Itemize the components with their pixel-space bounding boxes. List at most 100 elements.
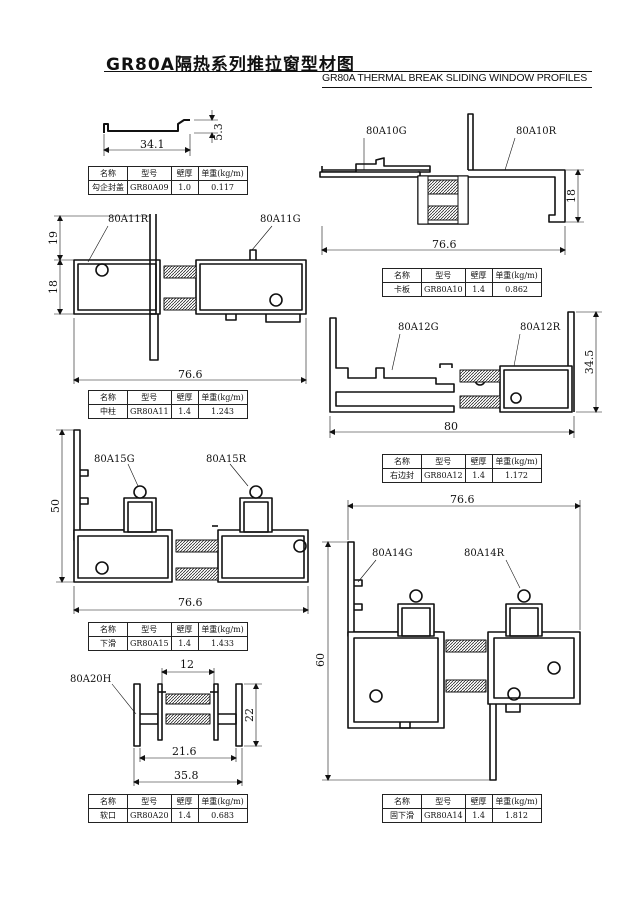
cell-model: GR80A14: [421, 808, 466, 823]
dims-gr80a11: [54, 215, 307, 384]
col-model-header: 型号: [421, 268, 466, 283]
subtitle-rule: [322, 87, 592, 88]
cell-name: 软口: [88, 808, 128, 823]
col-weight-header: 单重(kg/m): [491, 454, 542, 469]
cell-name: 固下滑: [382, 808, 422, 823]
cell-wall: 1.0: [170, 180, 199, 195]
col-name-header: 名称: [88, 794, 128, 809]
dims-gr80a12: [329, 311, 602, 438]
col-weight-header: 单重(kg/m): [197, 794, 248, 809]
thermal-strips-gr80a11: [163, 265, 197, 311]
label-gr80a11r: 80A11R: [108, 214, 149, 225]
dim-height-gr80a14: 60: [314, 653, 327, 667]
dim-mid-gr80a20: 21.6: [172, 745, 197, 758]
cell-name: 右边封: [382, 468, 422, 483]
spec-table-gr80a20: 名称 型号 壁厚 单重(kg/m) 软口 GR80A20 1.4 0.683: [88, 794, 248, 823]
cell-weight: 1.172: [491, 468, 542, 483]
table-row: 名称 型号 壁厚 单重(kg/m): [382, 268, 542, 283]
cell-weight: 0.117: [197, 180, 248, 195]
col-name-header: 名称: [88, 390, 128, 405]
dim-top-gr80a20: 12: [180, 658, 194, 671]
spec-table-gr80a15: 名称 型号 壁厚 单重(kg/m) 下滑 GR80A15 1.4 1.433: [88, 622, 248, 651]
cell-wall: 1.4: [170, 404, 199, 419]
label-gr80a14r: 80A14R: [464, 548, 505, 559]
page-subtitle: GR80A THERMAL BREAK SLIDING WINDOW PROFI…: [322, 72, 588, 84]
col-model-header: 型号: [421, 794, 466, 809]
cell-model: GR80A15: [127, 636, 172, 651]
cell-weight: 0.862: [491, 282, 542, 297]
col-wall-header: 壁厚: [170, 622, 199, 637]
cell-wall: 1.4: [464, 282, 493, 297]
dim-width-gr80a09: 34.1: [140, 138, 165, 151]
label-gr80a15g: 80A15G: [94, 454, 135, 465]
cell-weight: 1.433: [197, 636, 248, 651]
dim-height-gr80a09: 5.3: [212, 123, 225, 141]
table-row: 名称 型号 壁厚 单重(kg/m): [88, 390, 248, 405]
dim-width-gr80a11: 76.6: [178, 368, 203, 381]
col-model-header: 型号: [127, 166, 172, 181]
dim-width-gr80a14: 76.6: [450, 493, 475, 506]
table-row: 名称 型号 壁厚 单重(kg/m): [88, 794, 248, 809]
table-row: 名称 型号 壁厚 单重(kg/m): [382, 794, 542, 809]
label-gr80a15r: 80A15R: [206, 454, 247, 465]
col-wall-header: 壁厚: [170, 794, 199, 809]
cell-weight: 0.683: [197, 808, 248, 823]
profile-gr80a14: [347, 541, 581, 781]
profile-gr80a09: [103, 119, 190, 133]
cell-name: 中柱: [88, 404, 128, 419]
cell-wall: 1.4: [464, 808, 493, 823]
dim-h1-gr80a11: 19: [47, 231, 60, 245]
table-row: 中柱 GR80A11 1.4 1.243: [88, 404, 248, 419]
thermal-strips-gr80a15: [175, 539, 219, 581]
col-wall-header: 壁厚: [464, 268, 493, 283]
label-gr80a11g: 80A11G: [260, 214, 301, 225]
dim-height-gr80a15: 50: [49, 499, 62, 513]
col-weight-header: 单重(kg/m): [491, 794, 542, 809]
label-gr80a12r: 80A12R: [520, 322, 561, 333]
profile-gr80a15: [73, 429, 309, 583]
col-model-header: 型号: [127, 622, 172, 637]
spec-table-gr80a11: 名称 型号 壁厚 单重(kg/m) 中柱 GR80A11 1.4 1.243: [88, 390, 248, 419]
label-gr80a12g: 80A12G: [398, 322, 439, 333]
table-row: 名称 型号 壁厚 单重(kg/m): [88, 166, 248, 181]
col-weight-header: 单重(kg/m): [197, 622, 248, 637]
label-gr80a10r: 80A10R: [516, 126, 557, 137]
col-wall-header: 壁厚: [170, 390, 199, 405]
page-title: GR80A隔热系列推拉窗型材图: [106, 55, 355, 75]
thermal-strips-gr80a20: [165, 693, 211, 725]
cell-model: GR80A12: [421, 468, 466, 483]
table-row: 名称 型号 壁厚 单重(kg/m): [88, 622, 248, 637]
thermal-strips-gr80a10: [417, 175, 469, 225]
cell-weight: 1.812: [491, 808, 542, 823]
col-wall-header: 壁厚: [170, 166, 199, 181]
cell-wall: 1.4: [170, 808, 199, 823]
cell-name: 勾企封盖: [88, 180, 128, 195]
cell-model: GR80A09: [127, 180, 172, 195]
spec-table-gr80a09: 名称 型号 壁厚 单重(kg/m) 勾企封盖 GR80A09 1.0 0.117: [88, 166, 248, 195]
dims-gr80a20: [111, 668, 262, 786]
profile-gr80a12: [329, 311, 575, 413]
table-row: 下滑 GR80A15 1.4 1.433: [88, 636, 248, 651]
table-row: 勾企封盖 GR80A09 1.0 0.117: [88, 180, 248, 195]
cell-weight: 1.243: [197, 404, 248, 419]
label-gr80a20h: 80A20H: [70, 674, 112, 685]
col-name-header: 名称: [382, 794, 422, 809]
table-row: 固下滑 GR80A14 1.4 1.812: [382, 808, 542, 823]
col-name-header: 名称: [382, 268, 422, 283]
thermal-strips-gr80a14: [445, 639, 487, 693]
col-name-header: 名称: [88, 622, 128, 637]
dims-gr80a14: [322, 500, 581, 781]
table-row: 右边封 GR80A12 1.4 1.172: [382, 468, 542, 483]
col-model-header: 型号: [127, 390, 172, 405]
dim-width-gr80a12: 80: [444, 420, 458, 433]
col-weight-header: 单重(kg/m): [197, 166, 248, 181]
col-name-header: 名称: [88, 166, 128, 181]
col-wall-header: 壁厚: [464, 454, 493, 469]
cell-name: 卡板: [382, 282, 422, 297]
dims-gr80a10: [321, 137, 584, 255]
col-model-header: 型号: [421, 454, 466, 469]
cell-model: GR80A20: [127, 808, 172, 823]
cell-model: GR80A11: [127, 404, 172, 419]
dims-gr80a15: [56, 429, 309, 614]
